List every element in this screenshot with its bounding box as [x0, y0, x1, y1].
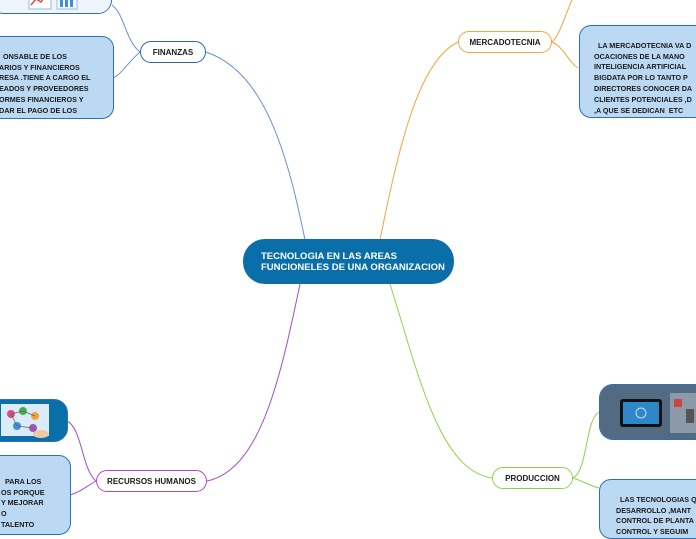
- hr-network-image-icon: [0, 400, 68, 442]
- produccion-note: LAS TECNOLOGIAS Q DESARROLLO ,MANT CONTR…: [599, 479, 696, 539]
- finanzas-note-text: ONSABLE DE LOS ARIOS Y FINANCIEROS RESA …: [0, 52, 90, 115]
- connector-rh-pic: [67, 421, 96, 481]
- branch-recursos-humanos-label: RECURSOS HUMANOS: [107, 477, 196, 486]
- connector-recursos-humanos: [207, 284, 300, 481]
- finanzas-image[interactable]: [0, 0, 112, 14]
- branch-mercadotecnia-label: MERCADOTECNIA: [469, 38, 540, 47]
- connector-produccion: [390, 284, 492, 478]
- recursos-humanos-note-text: PARA LOS OS PORQUE Y MEJORAR O TALENTO: [1, 477, 45, 529]
- connector-finanzas: [206, 52, 305, 240]
- branch-recursos-humanos[interactable]: RECURSOS HUMANOS: [96, 470, 207, 492]
- production-tablet-image-icon: [600, 385, 696, 440]
- connector-finanzas-pic: [112, 5, 140, 52]
- central-topic-label: TECNOLOGIA EN LAS AREAS FUNCIONELES DE U…: [261, 251, 446, 273]
- branch-mercadotecnia[interactable]: MERCADOTECNIA: [458, 31, 552, 53]
- connector-mercadotecnia-top: [552, 0, 572, 42]
- finanzas-note: ONSABLE DE LOS ARIOS Y FINANCIEROS RESA …: [0, 36, 114, 119]
- central-topic[interactable]: TECNOLOGIA EN LAS AREAS FUNCIONELES DE U…: [243, 239, 454, 284]
- connector-mercadotecnia: [380, 42, 458, 240]
- recursos-humanos-note: PARA LOS OS PORQUE Y MEJORAR O TALENTO: [0, 455, 71, 535]
- branch-produccion-label: PRODUCCION: [505, 474, 560, 483]
- connector-produccion-pic: [573, 412, 599, 478]
- branch-finanzas-label: FINANZAS: [153, 48, 193, 57]
- produccion-note-text: LAS TECNOLOGIAS Q DESARROLLO ,MANT CONTR…: [616, 495, 696, 536]
- branch-produccion[interactable]: PRODUCCION: [492, 467, 573, 489]
- mercadotecnia-note-text: LA MERCADOTECNIA VA D OCACIONES DE LA MA…: [594, 41, 692, 115]
- finance-chart-image-icon: [0, 0, 112, 14]
- connector-rh-note: [70, 481, 96, 495]
- connector-mercadotecnia-note: [552, 42, 578, 68]
- mercadotecnia-note: LA MERCADOTECNIA VA D OCACIONES DE LA MA…: [579, 25, 696, 118]
- recursos-humanos-image[interactable]: [0, 399, 68, 442]
- produccion-image[interactable]: [599, 384, 696, 440]
- connector-finanzas-note: [113, 52, 140, 78]
- branch-finanzas[interactable]: FINANZAS: [140, 41, 206, 63]
- connector-produccion-note: [573, 478, 599, 488]
